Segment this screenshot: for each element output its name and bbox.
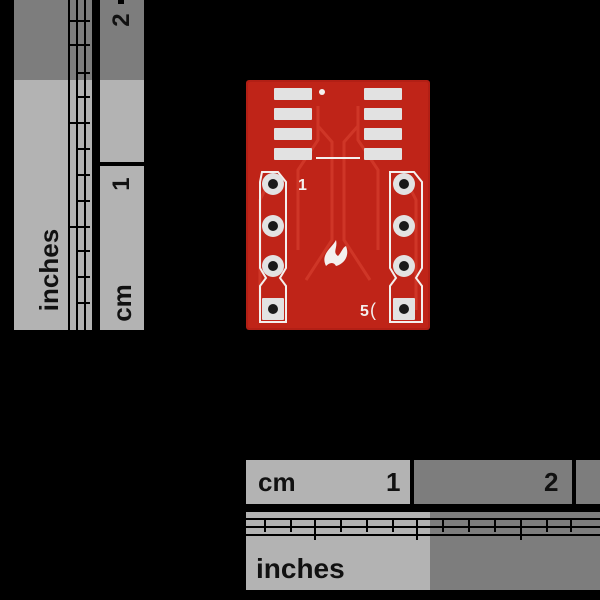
bottom-cm-label: cm — [258, 467, 296, 497]
pin-label-1: 1 — [298, 177, 307, 194]
svg-text:(: ( — [370, 300, 376, 320]
through-hole-pads-right — [393, 173, 415, 320]
pin1-dot — [319, 89, 325, 95]
bottom-inches-label: inches — [256, 553, 345, 584]
pin-label-5: 5 — [360, 303, 369, 320]
bottom-inches-ruler: inches — [246, 512, 600, 590]
left-inches-label: inches — [34, 228, 64, 312]
through-hole-pads-left — [262, 173, 284, 320]
smd-pads-left — [274, 88, 312, 160]
left-inches-ruler: inches — [14, 0, 92, 330]
left-cm-mark-2: 2 — [108, 13, 135, 27]
smd-pads-right — [364, 88, 402, 160]
bottom-cm-ruler: cm 1 2 — [246, 460, 600, 504]
flame-logo-icon — [324, 240, 348, 266]
pcb-board: 1 5 ( — [246, 80, 430, 330]
left-cm-ruler: 2 1 cm — [100, 0, 144, 330]
left-header-outline — [259, 171, 287, 323]
left-cm-mark-1: 1 — [108, 177, 135, 191]
left-cm-label: cm — [107, 284, 137, 322]
bottom-cm-mark-1: 1 — [386, 467, 401, 497]
right-header-outline — [389, 171, 423, 323]
bottom-cm-mark-2: 2 — [544, 467, 559, 497]
